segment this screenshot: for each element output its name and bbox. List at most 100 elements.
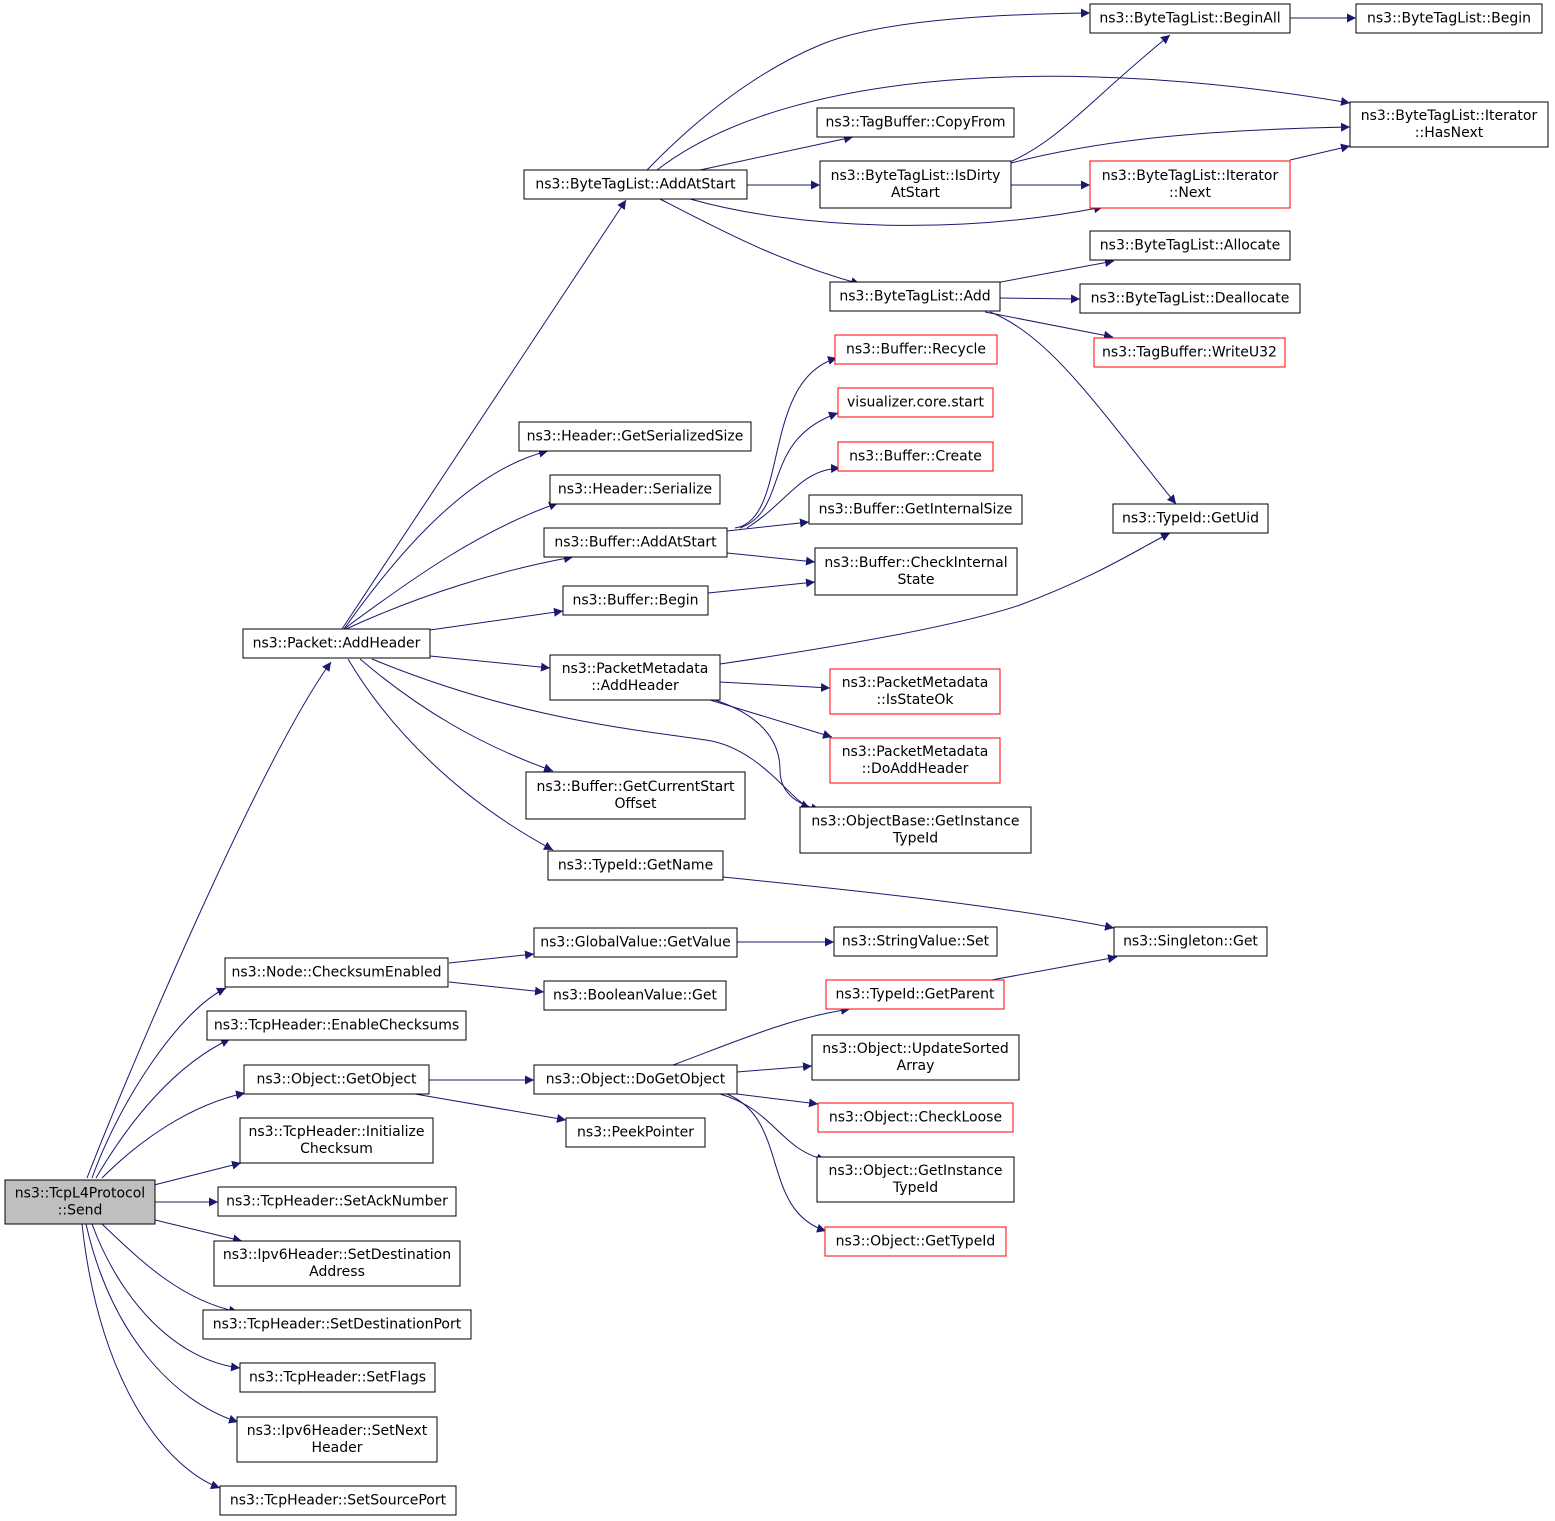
function-node-buf-recycle[interactable]: ns3::Buffer::Recycle [834, 334, 998, 365]
function-node-obj-checkloose[interactable]: ns3::Object::CheckLoose [817, 1102, 1014, 1133]
node-box [217, 1186, 457, 1217]
function-node-btl-iter-hasnext[interactable]: ns3::ByteTagList::Iterator::HasNext [1349, 101, 1549, 148]
call-edge [985, 954, 1118, 982]
function-node-tcp-setack[interactable]: ns3::TcpHeader::SetAckNumber [217, 1186, 457, 1217]
function-node-tcp-enable[interactable]: ns3::TcpHeader::EnableChecksums [206, 1010, 467, 1041]
node-label: ns3::Header::GetSerializedSize [527, 429, 744, 445]
node-label: AtStart [891, 185, 941, 201]
node-box [224, 957, 449, 988]
function-node-singleton-get[interactable]: ns3::Singleton::Get [1113, 926, 1268, 957]
node-box [1355, 3, 1543, 34]
function-node-pm-isstateok[interactable]: ns3::PacketMetadata::IsStateOk [829, 668, 1001, 715]
function-node-strval-set[interactable]: ns3::StringValue::Set [833, 926, 998, 957]
function-node-tcp-setsrc[interactable]: ns3::TcpHeader::SetSourcePort [219, 1485, 457, 1516]
call-edge [736, 1093, 819, 1108]
call-edge [101, 1090, 246, 1179]
function-node-hdr-serialize[interactable]: ns3::Header::Serialize [549, 474, 721, 505]
node-label: ns3::ByteTagList::IsDirty [831, 168, 1001, 184]
node-label: ns3::Ipv6Header::SetDestination [223, 1247, 451, 1263]
function-node-pm-doaddheader[interactable]: ns3::PacketMetadata::DoAddHeader [829, 737, 1001, 784]
function-node-root[interactable]: ns3::TcpL4Protocol::Send [4, 1179, 156, 1225]
node-box [219, 1485, 457, 1516]
function-node-gv-getvalue[interactable]: ns3::GlobalValue::GetValue [533, 927, 738, 958]
node-label: ns3::PeekPointer [577, 1125, 694, 1141]
node-box [243, 1064, 430, 1095]
function-node-vis-start[interactable]: visualizer.core.start [837, 387, 994, 418]
function-node-btl-deallocate[interactable]: ns3::ByteTagList::Deallocate [1079, 283, 1301, 314]
node-box [816, 107, 1015, 138]
function-node-obj-gettypeid[interactable]: ns3::Object::GetTypeId [824, 1226, 1007, 1257]
node-label: ns3::Singleton::Get [1123, 934, 1258, 950]
call-edge [153, 1160, 242, 1186]
call-edge [726, 552, 816, 566]
call-edge [726, 1093, 827, 1233]
call-edge [345, 554, 574, 630]
function-node-tcp-setdestport[interactable]: ns3::TcpHeader::SetDestinationPort [202, 1309, 472, 1340]
call-edge [359, 658, 554, 773]
node-label: ns3::TagBuffer::WriteU32 [1102, 345, 1277, 361]
function-node-obj-getobject[interactable]: ns3::Object::GetObject [243, 1064, 430, 1095]
call-edge [429, 607, 564, 631]
node-label: ns3::Node::ChecksumEnabled [232, 965, 442, 981]
node-label: Array [897, 1058, 935, 1074]
call-edge [101, 1223, 239, 1315]
node-label: ::DoAddHeader [862, 761, 969, 777]
node-box [816, 1156, 1015, 1203]
node-label: ::Next [1169, 185, 1212, 201]
function-node-btl-beginall[interactable]: ns3::ByteTagList::BeginAll [1089, 3, 1291, 34]
call-edge [347, 658, 554, 851]
node-box [817, 1102, 1014, 1133]
function-node-hdr-getsersize[interactable]: ns3::Header::GetSerializedSize [518, 421, 752, 452]
function-node-typeid-getname[interactable]: ns3::TypeId::GetName [547, 850, 724, 881]
node-label: ns3::TcpHeader::SetFlags [249, 1370, 426, 1386]
function-node-peekpointer[interactable]: ns3::PeekPointer [565, 1117, 706, 1148]
function-node-typeid-getuid[interactable]: ns3::TypeId::GetUid [1112, 503, 1269, 534]
call-edge [371, 658, 811, 809]
node-label: ns3::ByteTagList::Begin [1367, 11, 1531, 27]
node-label: ns3::ByteTagList::Iterator [1102, 168, 1279, 184]
function-node-btl-allocate[interactable]: ns3::ByteTagList::Allocate [1089, 230, 1291, 261]
node-box [799, 806, 1032, 854]
function-node-btl-begin[interactable]: ns3::ByteTagList::Begin [1355, 3, 1543, 34]
node-box [1089, 230, 1291, 261]
call-edge [448, 981, 545, 996]
function-node-btl-addatstart[interactable]: ns3::ByteTagList::AddAtStart [523, 169, 748, 200]
node-label: ns3::TcpHeader::EnableChecksums [214, 1018, 459, 1034]
function-node-pm-addheader[interactable]: ns3::PacketMetadata::AddHeader [549, 654, 721, 701]
call-edge [646, 8, 1091, 171]
function-node-btl-add[interactable]: ns3::ByteTagList::Add [829, 281, 1001, 312]
node-box [549, 654, 721, 701]
node-box [565, 1117, 706, 1148]
node-label: ns3::TcpHeader::SetDestinationPort [213, 1317, 462, 1333]
function-node-btl-iter-next[interactable]: ns3::ByteTagList::Iterator::Next [1089, 160, 1291, 209]
node-box [202, 1309, 472, 1340]
node-box [814, 547, 1018, 596]
function-node-tagbuf-copyfrom[interactable]: ns3::TagBuffer::CopyFrom [816, 107, 1015, 138]
node-box [1079, 283, 1301, 314]
node-box [1089, 3, 1291, 34]
function-node-typeid-getparent[interactable]: ns3::TypeId::GetParent [825, 979, 1005, 1010]
function-node-buf-addatstart[interactable]: ns3::Buffer::AddAtStart [543, 527, 728, 558]
function-node-node-checksum[interactable]: ns3::Node::ChecksumEnabled [224, 957, 449, 988]
function-node-buf-create[interactable]: ns3::Buffer::Create [837, 441, 994, 472]
node-box [543, 980, 727, 1011]
function-node-tagbuf-writeu32[interactable]: ns3::TagBuffer::WriteU32 [1093, 337, 1286, 368]
function-node-packet-addheader[interactable]: ns3::Packet::AddHeader [242, 628, 431, 659]
function-node-obj-dogetobject[interactable]: ns3::Object::DoGetObject [533, 1064, 738, 1095]
node-label: ns3::ByteTagList::BeginAll [1099, 11, 1280, 27]
function-node-buf-internalsize[interactable]: ns3::Buffer::GetInternalSize [808, 494, 1023, 525]
function-node-buf-begin[interactable]: ns3::Buffer::Begin [562, 585, 709, 616]
node-label: Offset [614, 796, 657, 812]
function-node-tcp-setflags[interactable]: ns3::TcpHeader::SetFlags [239, 1362, 436, 1393]
node-label: ::AddHeader [591, 678, 679, 694]
function-node-bool-get[interactable]: ns3::BooleanValue::Get [543, 980, 727, 1011]
